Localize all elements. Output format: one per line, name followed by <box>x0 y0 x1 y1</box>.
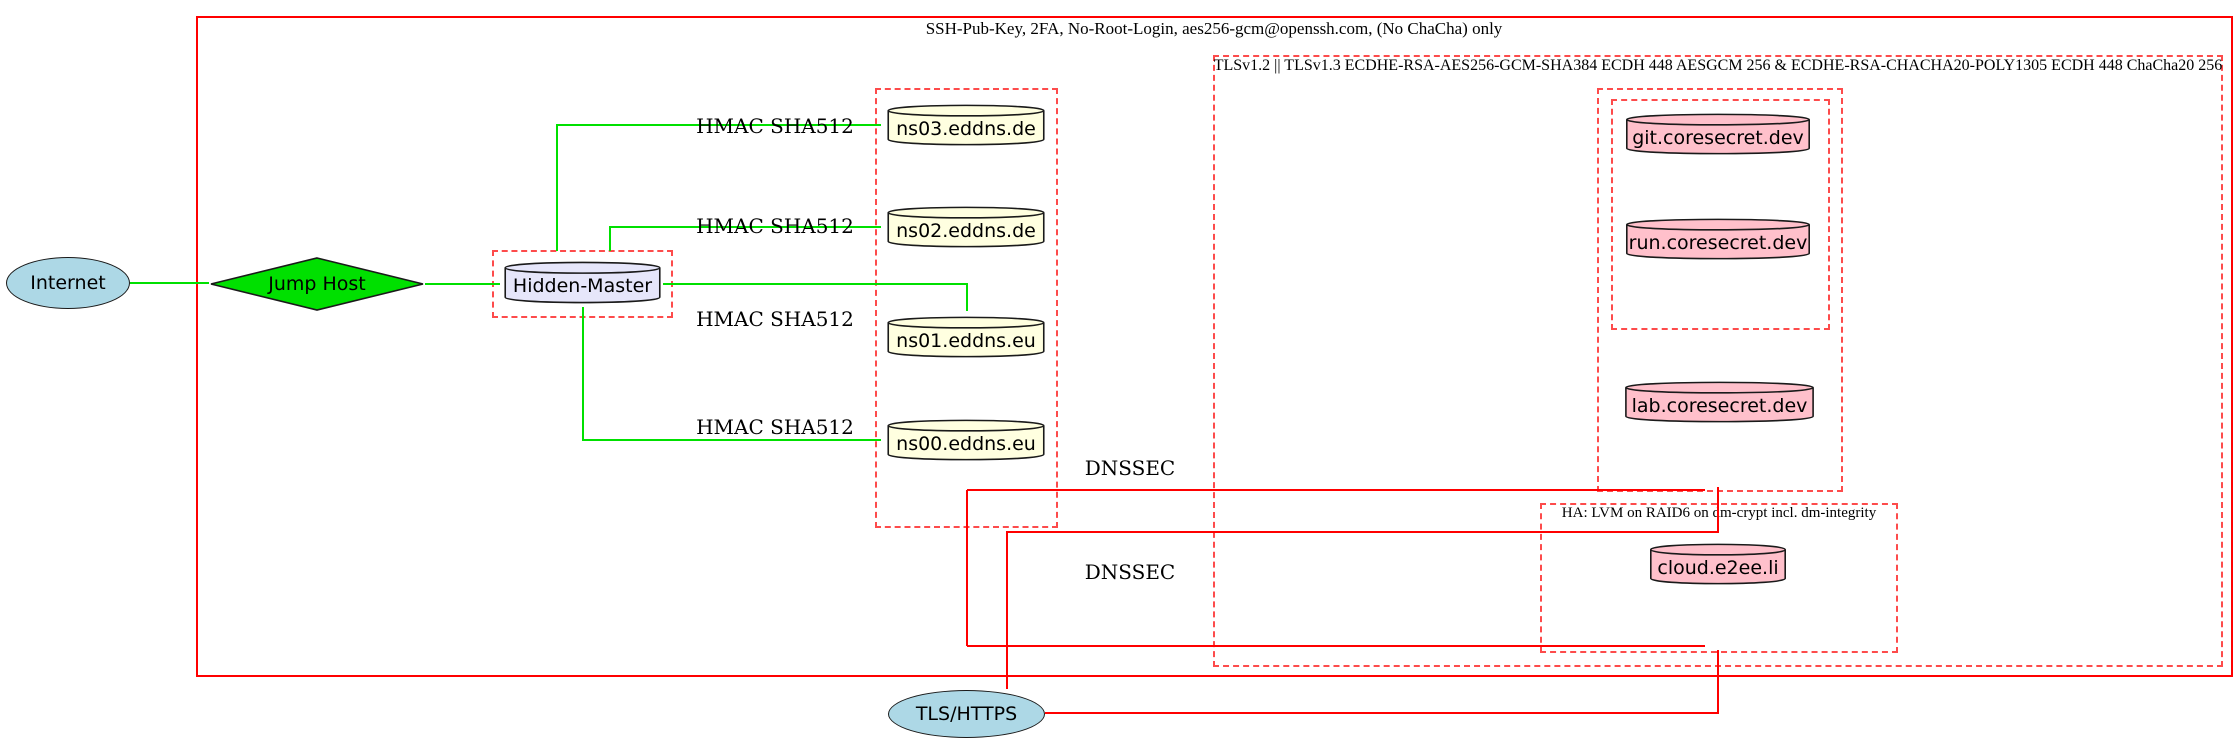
node-hidden-master-label: Hidden-Master <box>512 275 653 297</box>
node-jump-host: Jump Host <box>209 257 425 311</box>
edge-tlshttps-ha <box>1045 650 1719 714</box>
edge-hiddenmaster-ns02 <box>609 226 881 251</box>
edge-tlshttps-coresecret <box>1006 487 1719 689</box>
node-git-label: git.coresecret.dev <box>1632 126 1804 149</box>
edge-hiddenmaster-ns01 <box>663 283 968 311</box>
node-ns01: ns01.eddns.eu <box>885 313 1047 361</box>
edge-label-hmac-ns01: HMAC SHA512 <box>696 307 854 331</box>
edge-label-dnssec-1: DNSSEC <box>1084 456 1176 480</box>
node-ns00: ns00.eddns.eu <box>885 416 1047 464</box>
node-git: git.coresecret.dev <box>1623 110 1813 158</box>
node-lab: lab.coresecret.dev <box>1622 378 1817 426</box>
cluster-coresecret-outer-box <box>1597 88 1843 492</box>
node-ns03-label: ns03.eddns.de <box>896 117 1036 140</box>
cluster-coresecret-inner-box <box>1611 99 1830 330</box>
cluster-ssh-label: SSH-Pub-Key, 2FA, No-Root-Login, aes256-… <box>925 19 1503 38</box>
edge-label-hmac-ns02: HMAC SHA512 <box>696 214 854 238</box>
node-run: run.coresecret.dev <box>1623 215 1813 263</box>
node-run-label: run.coresecret.dev <box>1628 231 1808 254</box>
node-ns02: ns02.eddns.de <box>885 203 1047 251</box>
node-tls-https: TLS/HTTPS <box>888 690 1045 738</box>
node-internet: Internet <box>6 257 130 309</box>
node-ns02-label: ns02.eddns.de <box>896 219 1036 242</box>
cluster-tls-label: TLSv1.2 || TLSv1.3 ECDHE-RSA-AES256-GCM-… <box>1213 57 2223 74</box>
node-cloud-label: cloud.e2ee.li <box>1657 556 1779 579</box>
node-hidden-master: Hidden-Master <box>502 258 663 307</box>
edge-hiddenmaster-ns03 <box>556 124 881 251</box>
edge-label-hmac-ns03: HMAC SHA512 <box>696 114 854 138</box>
node-cloud: cloud.e2ee.li <box>1648 540 1788 588</box>
node-internet-label: Internet <box>30 272 106 294</box>
edge-label-hmac-ns00: HMAC SHA512 <box>696 415 854 439</box>
edge-hiddenmaster-ns00 <box>582 307 881 441</box>
cluster-ssh-box <box>196 16 2233 677</box>
node-ns01-label: ns01.eddns.eu <box>896 329 1036 352</box>
node-tls-https-label: TLS/HTTPS <box>915 703 1018 725</box>
node-lab-label: lab.coresecret.dev <box>1631 394 1808 417</box>
node-jump-host-label: Jump Host <box>268 273 366 295</box>
edge-label-dnssec-2: DNSSEC <box>1084 560 1176 584</box>
node-ns03: ns03.eddns.de <box>885 101 1047 149</box>
node-ns00-label: ns00.eddns.eu <box>896 432 1036 455</box>
